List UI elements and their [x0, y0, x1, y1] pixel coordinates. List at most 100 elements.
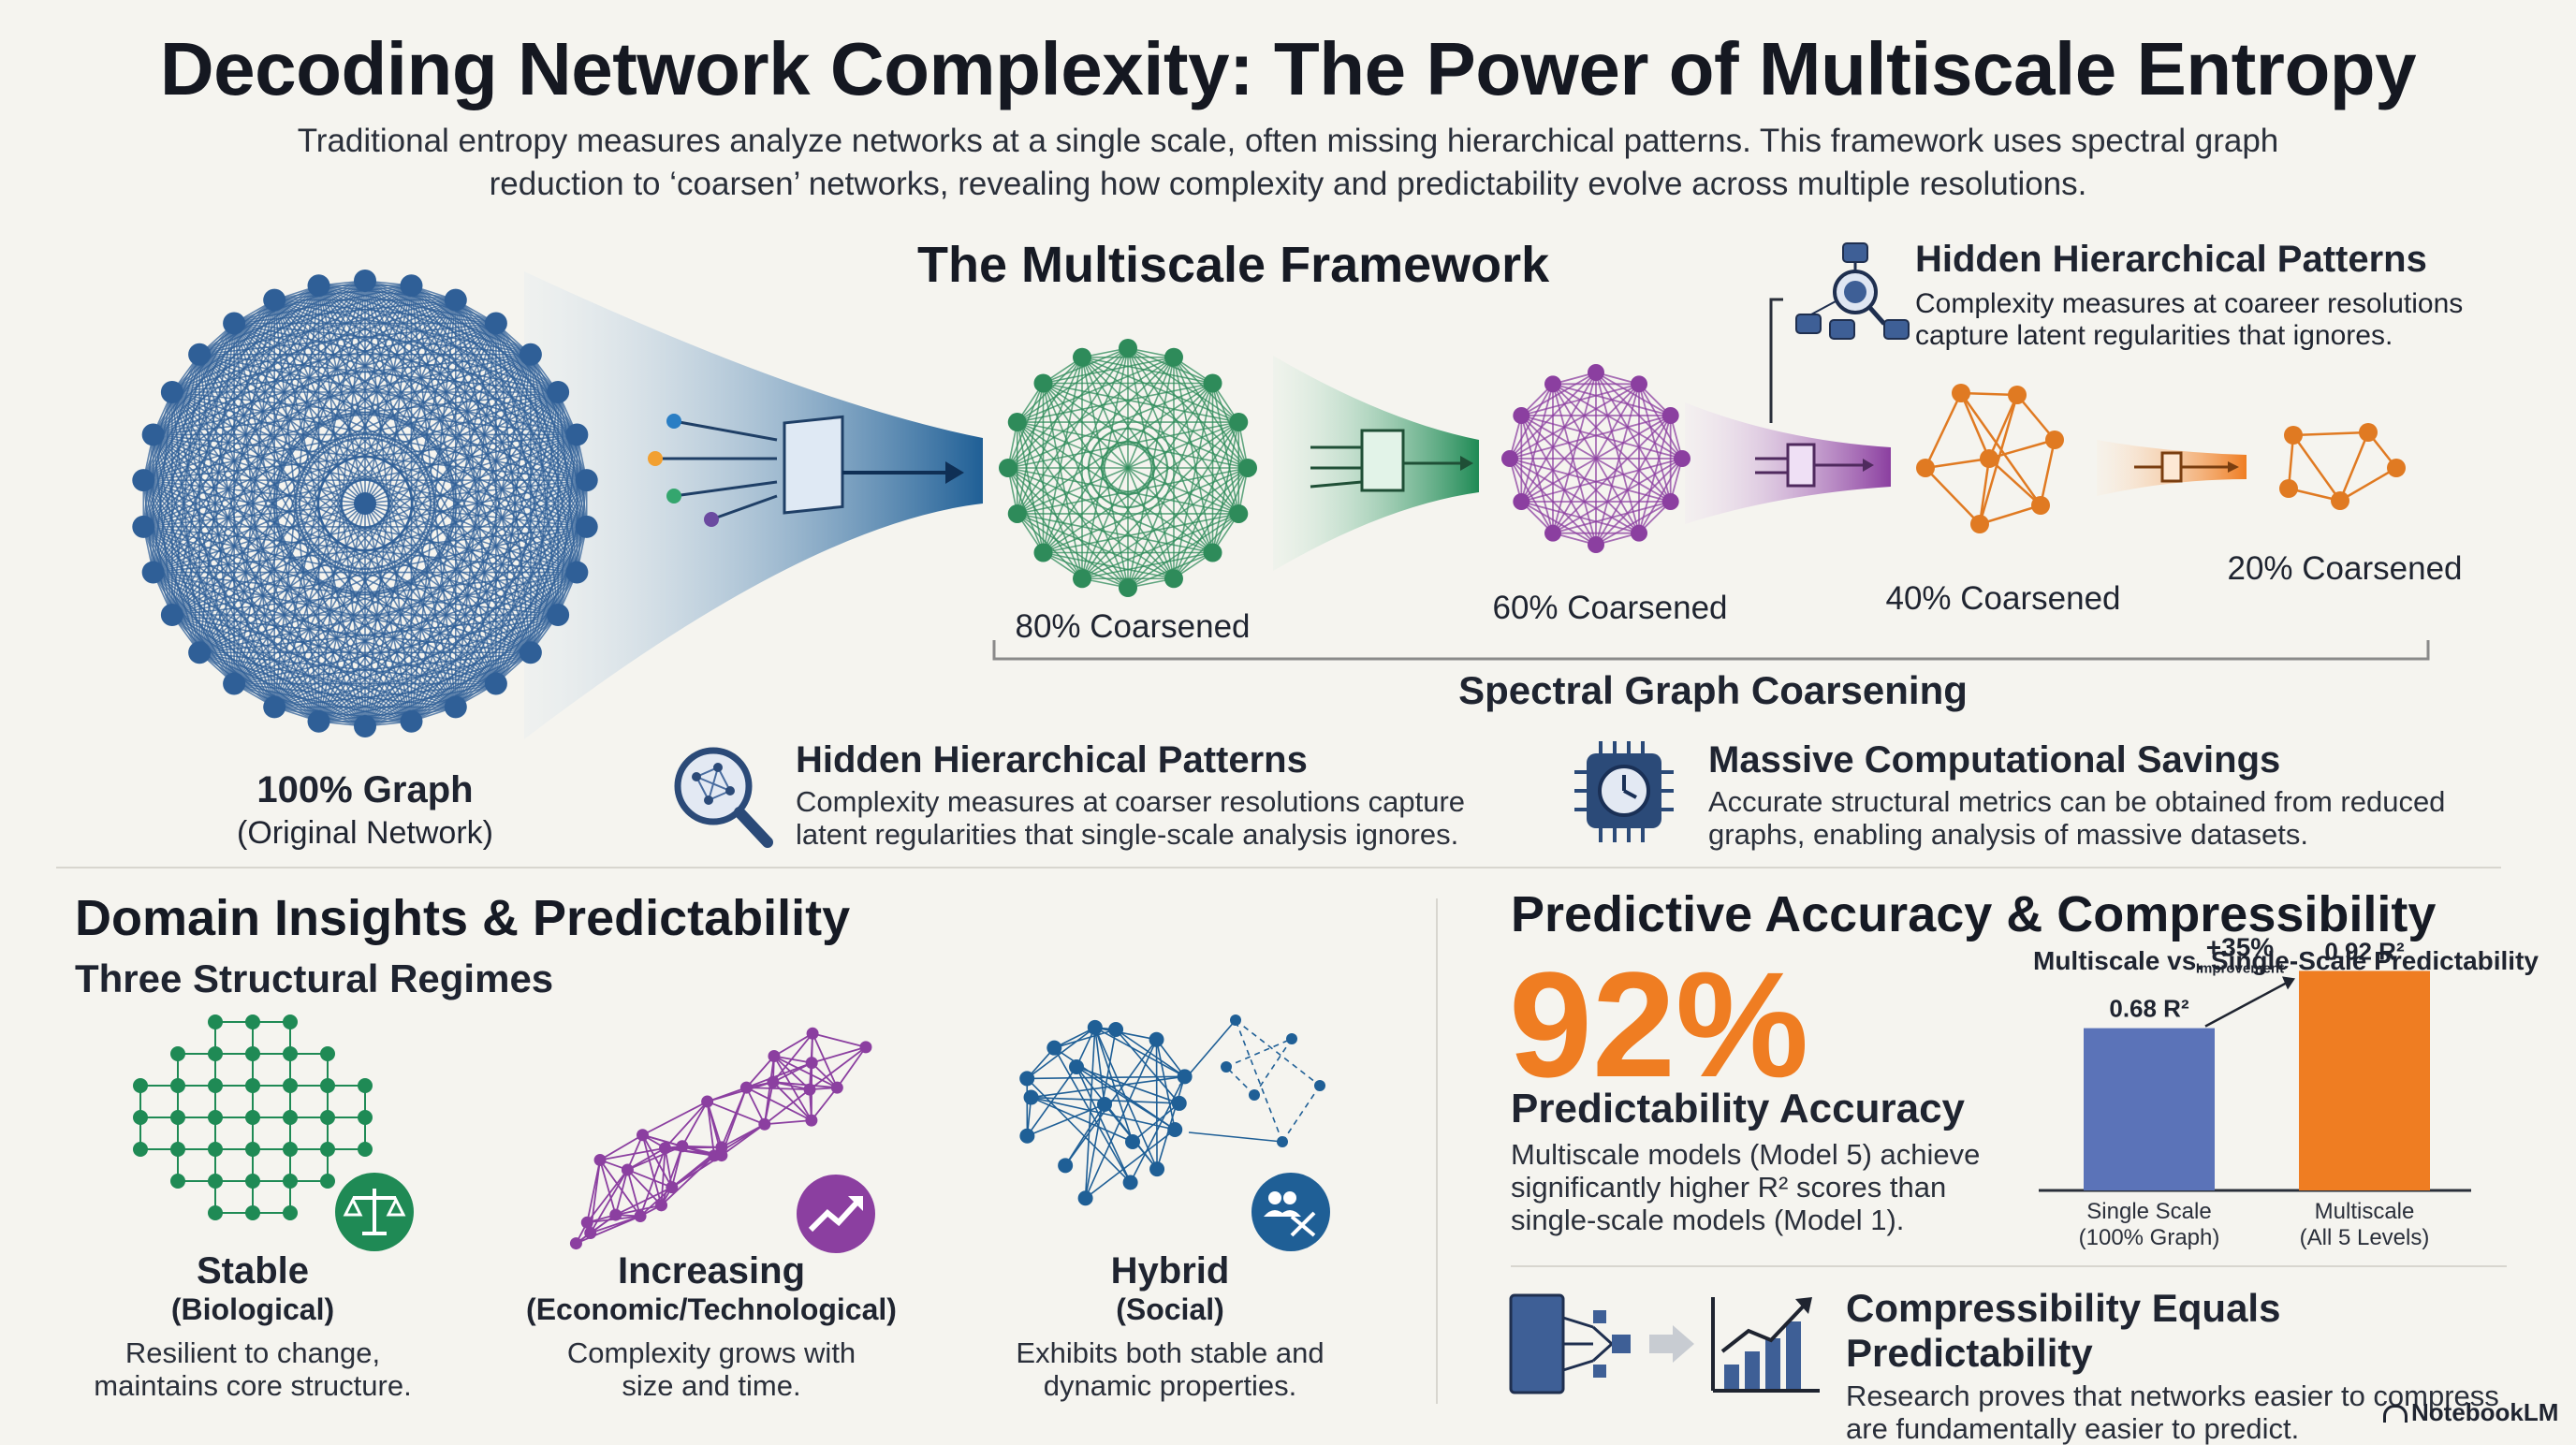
network-node — [1046, 1041, 1061, 1056]
network-node — [1277, 1136, 1288, 1147]
network-node — [1588, 536, 1604, 553]
network-edges — [2289, 432, 2396, 501]
network-node — [1916, 459, 1935, 477]
network-node — [637, 1129, 649, 1141]
bar-single-scale — [2084, 1029, 2215, 1190]
network-node — [1073, 569, 1091, 588]
network-node — [576, 469, 598, 491]
network-node — [635, 1210, 647, 1222]
bar-category-label: (100% Graph) — [2079, 1225, 2220, 1250]
stage-label-40: 40% Coarsened — [1863, 580, 2144, 618]
improvement-value: +35% — [2206, 932, 2274, 961]
network-node — [1314, 1080, 1325, 1091]
network-node — [1662, 493, 1679, 510]
network-node — [320, 1078, 335, 1093]
network-node — [320, 1142, 335, 1157]
improvement-arrow — [2205, 980, 2291, 1026]
network-node — [767, 1076, 779, 1088]
network-node — [547, 604, 569, 626]
network-node — [1952, 384, 1970, 402]
network-node — [400, 710, 422, 733]
network-node — [547, 381, 569, 403]
network-node — [170, 1142, 185, 1157]
network-node — [170, 1046, 185, 1061]
network-node — [1204, 544, 1222, 562]
network-node — [283, 1142, 298, 1157]
regime-category-hybrid: (Social) — [973, 1292, 1367, 1327]
network-node — [354, 270, 376, 292]
network-hub — [354, 492, 376, 515]
network-node — [1178, 1069, 1193, 1084]
network-node — [1033, 373, 1052, 392]
network-node — [354, 715, 376, 737]
network-node — [1238, 459, 1257, 477]
network-node — [283, 1205, 298, 1220]
network-node — [1229, 504, 1248, 523]
network-node — [170, 1078, 185, 1093]
network-node — [358, 1078, 373, 1093]
network-node — [208, 1014, 223, 1029]
network-node — [1088, 1020, 1103, 1035]
network-node — [445, 695, 467, 718]
network-node — [358, 1110, 373, 1125]
network-node — [740, 1082, 753, 1094]
network-node — [245, 1142, 260, 1157]
chart-title: Multiscale vs. Single-Scale Predictabili… — [2033, 946, 2539, 975]
column-divider — [1436, 898, 1438, 1404]
network-node — [263, 289, 285, 312]
network-node — [2045, 431, 2064, 449]
network-node — [142, 562, 165, 584]
feature-title-hierarchy: Hidden Hierarchical Patterns — [796, 739, 1488, 781]
network-node — [1221, 1061, 1232, 1073]
network-node — [142, 423, 165, 445]
network-node — [161, 381, 183, 403]
network-node — [283, 1046, 298, 1061]
network-node — [659, 1142, 671, 1154]
scales-icon — [332, 1170, 417, 1254]
network-node — [1172, 1096, 1187, 1111]
network-node — [1588, 364, 1604, 381]
network-node — [1631, 375, 1647, 392]
brand-badge: NotebookLM — [2383, 1398, 2558, 1427]
domain-subtitle: Three Structural Regimes — [75, 956, 553, 1001]
network-node — [1024, 1090, 1039, 1105]
network-node — [805, 1115, 817, 1127]
regime-desc-hybrid: Exhibits both stable and dynamic propert… — [973, 1336, 1367, 1402]
network-node — [1501, 450, 1518, 467]
original-network-graph — [112, 262, 618, 749]
network-node — [358, 1142, 373, 1157]
network-node — [1229, 413, 1248, 431]
network-node — [2031, 496, 2050, 515]
network-node — [245, 1174, 260, 1189]
network-node — [622, 1163, 634, 1175]
network-node — [485, 312, 507, 334]
network-node — [132, 516, 154, 538]
regime-name-stable: Stable — [66, 1250, 440, 1292]
coarsened-80-graph — [992, 342, 1264, 594]
bar-category-label: Multiscale — [2315, 1199, 2415, 1224]
network-node — [245, 1205, 260, 1220]
network-node — [283, 1110, 298, 1125]
regime-desc-increasing: Complexity grows with size and time. — [505, 1336, 917, 1402]
network-edges — [1510, 372, 1682, 545]
network-node — [1019, 1071, 1034, 1086]
network-node — [1204, 373, 1222, 392]
network-node — [1631, 525, 1647, 542]
network-node — [570, 1237, 582, 1249]
network-node — [1078, 1190, 1093, 1205]
network-node — [565, 562, 588, 584]
stage-label-80: 80% Coarsened — [992, 608, 1273, 646]
network-node — [807, 1028, 819, 1040]
network-node — [208, 1078, 223, 1093]
network-node — [1286, 1033, 1297, 1044]
network-node — [208, 1142, 223, 1157]
network-node — [1970, 515, 1989, 533]
network-node — [283, 1174, 298, 1189]
magnifier-network-icon — [666, 739, 779, 852]
bar-category-label: Single Scale — [2086, 1199, 2211, 1224]
coarsened-20-graph — [2279, 421, 2410, 515]
network-node — [445, 289, 467, 312]
network-node — [1033, 544, 1052, 562]
callout-text: Complexity measures at coareer resolutio… — [1915, 288, 2552, 352]
network-node — [2387, 459, 2406, 477]
